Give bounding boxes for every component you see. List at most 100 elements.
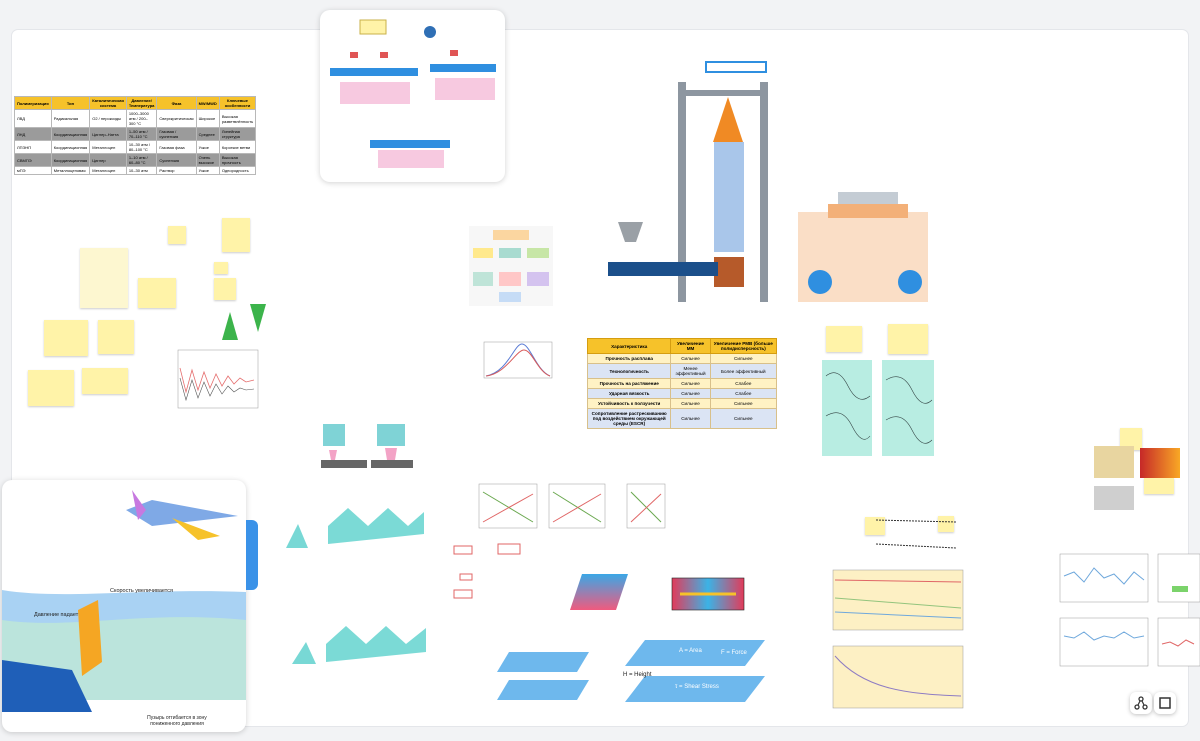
sticky-note[interactable]: [214, 278, 236, 300]
table-cell: Координационная: [50, 140, 91, 154]
extruder-card[interactable]: [320, 10, 505, 182]
height-label: H = Height: [623, 672, 652, 678]
airflow-diagram: [2, 490, 246, 712]
table-cell: Устойчивость к ползучести: [586, 398, 672, 409]
shear-planes-svg: [625, 640, 765, 702]
sticky-note[interactable]: [98, 320, 134, 354]
table-cell: Более эффективный: [709, 363, 778, 379]
polymerization-table[interactable]: Полимеризация Тип Каталитическая система…: [14, 96, 257, 175]
sticky-note[interactable]: [826, 326, 862, 352]
table-cell: Короткие ветви: [218, 140, 257, 154]
table-cell: 10–30 атм: [125, 166, 158, 175]
frame-tool-button[interactable]: [1154, 692, 1176, 714]
table-cell: Слабее: [709, 378, 778, 389]
sticky-note[interactable]: [82, 368, 128, 394]
chain-diagram: [875, 519, 957, 549]
wave-film-2: [292, 626, 426, 664]
table-cell: Сверхкритическая: [156, 109, 197, 128]
table-cell: Газовая / суспензия: [156, 127, 197, 141]
table-cell: Сильнее: [709, 408, 778, 429]
table-cell: Сильнее: [670, 353, 711, 364]
table-cell: Металлоцен: [89, 140, 127, 154]
shear-gradient-diagrams: [570, 574, 745, 611]
connect-tool-button[interactable]: [1130, 692, 1152, 714]
phase-charts: [478, 483, 666, 529]
blown-film-diagram: [608, 61, 928, 302]
table-cell: Радикальная: [50, 109, 91, 128]
blue-tab[interactable]: [246, 520, 258, 590]
comparison-table[interactable]: Характеристика Увеличение ММ Увеличение …: [586, 338, 778, 429]
sticky-note[interactable]: [938, 516, 954, 532]
table-cell: Прочность на растяжение: [586, 378, 672, 389]
table-header: Тип: [50, 96, 91, 110]
table-cell: Раствор: [156, 166, 197, 175]
table-header: Фаза: [156, 96, 197, 110]
sticky-note[interactable]: [214, 262, 228, 274]
flowchart: [469, 226, 553, 306]
table-cell: Среднее: [195, 127, 220, 141]
sticky-note[interactable]: [168, 226, 186, 244]
table-cell: СВМПЭ: [14, 153, 52, 167]
bubble-label: Пузырь отгибается в зону пониженного дав…: [147, 715, 207, 727]
table-cell: мПЭ: [14, 166, 52, 175]
table-cell: Очень высокое: [195, 153, 220, 167]
small-diagrams: [453, 543, 521, 599]
concentration-charts: [832, 569, 964, 709]
table-cell: 1000–3000 атм / 200–300 °C: [125, 109, 158, 128]
table-cell: Прочность расплава: [586, 353, 672, 364]
sticky-note[interactable]: [44, 320, 88, 356]
sticky-note[interactable]: [865, 517, 885, 535]
force-label: F = Force: [721, 650, 747, 656]
table-cell: Ударная вязкость: [586, 388, 672, 399]
table-row: Сопротивление растрескиванию под воздейс…: [586, 408, 778, 429]
sticky-note[interactable]: [1144, 478, 1174, 494]
airplane-card[interactable]: Скорость увеличивается Давление падает П…: [2, 480, 246, 732]
photo: [1140, 448, 1180, 478]
table-header: Ключевые особенности: [218, 96, 257, 110]
sticky-note[interactable]: [80, 248, 128, 308]
table-cell: Линейная структура: [218, 127, 257, 141]
square-icon: [1159, 697, 1171, 709]
table-cell: Слабее: [709, 388, 778, 399]
table-cell: Сильнее: [670, 398, 711, 409]
table-cell: Технологичность: [586, 363, 672, 379]
table-cell: Сильнее: [709, 398, 778, 409]
table-cell: Высокая прочность: [218, 153, 257, 167]
right-line-charts: [1059, 553, 1200, 667]
shear-planes: A = Area F = Force H = Height τ = Shear …: [623, 638, 765, 706]
polymer-chain-diagram: [822, 360, 934, 456]
sticky-note[interactable]: [888, 324, 928, 354]
table-cell: Высокая разветвлённость: [218, 109, 257, 128]
table-header: Полимеризация: [14, 96, 52, 110]
stress-label: τ = Shear Stress: [675, 684, 719, 690]
table-header: Давление/ Температура: [125, 96, 158, 110]
table-cell: 1–10 атм / 60–80 °C: [125, 153, 158, 167]
sticky-note[interactable]: [222, 218, 250, 252]
photo: [1094, 486, 1134, 510]
table-cell: Узкое: [195, 140, 220, 154]
table-cell: Суспензия: [156, 153, 197, 167]
table-cell: Сильнее: [670, 388, 711, 399]
table-header: Каталитическая система: [89, 96, 127, 110]
table-cell: Сильнее: [670, 408, 711, 429]
table-cell: Газовая фаза: [156, 140, 197, 154]
table-cell: Циглер: [89, 153, 127, 167]
sticky-note[interactable]: [28, 370, 74, 406]
speed-label: Скорость увеличивается: [110, 588, 173, 594]
sticky-note[interactable]: [138, 278, 176, 308]
sticky-note[interactable]: [1120, 428, 1142, 450]
oscillation-chart: [177, 349, 259, 409]
table-cell: Металлоцен: [89, 166, 127, 175]
table-cell: Сопротивление растрескиванию под воздейс…: [586, 408, 672, 429]
table-cell: 1–50 атм / 70–110 °C: [125, 127, 158, 141]
distribution-chart: [483, 341, 553, 379]
